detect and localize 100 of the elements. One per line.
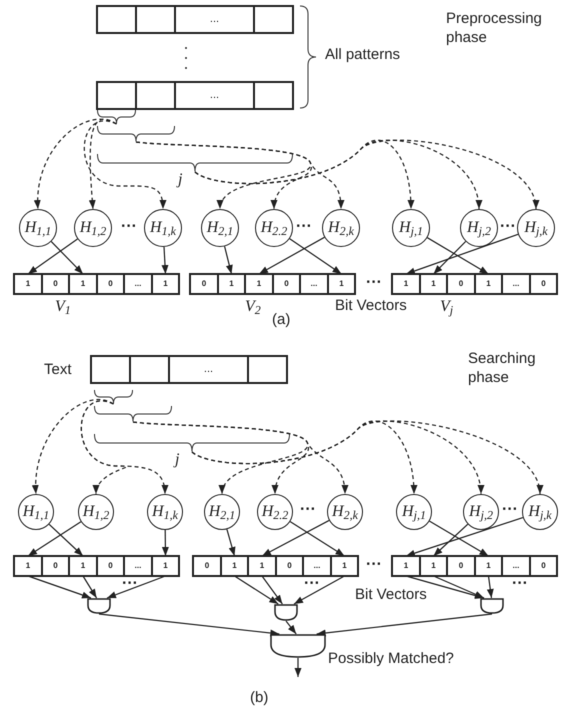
arrow bbox=[82, 576, 98, 598]
ellipsis: ··· bbox=[366, 273, 382, 293]
row-label: Text bbox=[44, 361, 72, 380]
bit-cell: 0 bbox=[190, 274, 218, 294]
dashed-arrow bbox=[132, 421, 348, 494]
bit-cell: 1 bbox=[69, 274, 97, 294]
bit-vector-array bbox=[13, 555, 180, 577]
pattern-cell: ... bbox=[175, 6, 254, 33]
bit-cell: 1 bbox=[152, 274, 179, 294]
bit-cell: 1 bbox=[475, 556, 502, 576]
arrow bbox=[234, 576, 279, 604]
brace bbox=[94, 406, 172, 422]
text-cell bbox=[91, 356, 130, 383]
bit-cell: 1 bbox=[420, 274, 447, 294]
text-array bbox=[90, 355, 288, 384]
pattern-cell: ... bbox=[175, 82, 254, 109]
pattern-cell bbox=[97, 6, 136, 33]
bit-cell: ... bbox=[502, 556, 530, 576]
brace bbox=[97, 154, 293, 172]
arrow bbox=[427, 237, 489, 275]
bit-cell: 0 bbox=[447, 556, 475, 576]
dashed-arrow bbox=[194, 140, 538, 210]
bit-cell: 0 bbox=[42, 274, 69, 294]
ellipsis: ··· bbox=[122, 574, 138, 594]
ellipsis: ··· bbox=[296, 217, 312, 237]
bit-cell: 1 bbox=[392, 274, 420, 294]
and-gate bbox=[480, 598, 504, 614]
phase-label: Preprocessing phase bbox=[446, 10, 543, 48]
bit-cell: 1 bbox=[245, 274, 273, 294]
arrow bbox=[50, 241, 84, 274]
ellipsis: ··· bbox=[300, 500, 316, 520]
bit-cell: 1 bbox=[69, 556, 97, 576]
text-cell bbox=[130, 356, 169, 383]
arrow bbox=[98, 613, 280, 636]
bit-cell: ... bbox=[124, 274, 152, 294]
dashed-arrow bbox=[192, 420, 542, 494]
bit-vector-array bbox=[189, 273, 356, 295]
bit-cell: ... bbox=[502, 274, 530, 294]
vector-label: V$_{1}$ bbox=[55, 297, 71, 317]
dashed-arrow bbox=[32, 399, 114, 494]
bit-cell: 1 bbox=[420, 556, 447, 576]
arrow bbox=[162, 530, 169, 556]
bit-cell: 0 bbox=[530, 556, 557, 576]
vector-label: V$_{2}$ bbox=[245, 297, 261, 317]
arrow bbox=[262, 576, 283, 604]
arrow bbox=[28, 575, 92, 599]
bit-vector-array bbox=[391, 273, 558, 295]
ellipsis: ··· bbox=[500, 217, 516, 237]
bit-cell: 0 bbox=[97, 556, 124, 576]
pattern-cell bbox=[97, 82, 136, 109]
phase-label: Searching phase bbox=[468, 350, 537, 388]
pattern-cell bbox=[136, 6, 175, 33]
arrow bbox=[406, 517, 524, 557]
bit-vector-array bbox=[391, 555, 558, 577]
arrow bbox=[28, 521, 82, 556]
bit-cell: 0 bbox=[273, 274, 300, 294]
pattern-array bbox=[96, 5, 294, 34]
bit-cell: 0 bbox=[530, 274, 557, 294]
bit-cell: ... bbox=[124, 556, 152, 576]
text-cell: ... bbox=[169, 356, 248, 383]
arrow bbox=[433, 575, 484, 599]
brace-label: j bbox=[178, 170, 182, 190]
bit-cell: 1 bbox=[475, 274, 502, 294]
arrow bbox=[162, 246, 168, 274]
subfigure-label: (a) bbox=[272, 312, 290, 327]
brace bbox=[97, 126, 175, 142]
arrow bbox=[406, 234, 518, 275]
bit-vector-array bbox=[192, 555, 359, 577]
pattern-cell bbox=[254, 6, 293, 33]
arrow bbox=[294, 575, 345, 605]
arrow bbox=[262, 520, 330, 557]
dashed-arrow bbox=[84, 120, 166, 210]
pattern-cell bbox=[254, 82, 293, 109]
bit-cell: 1 bbox=[218, 274, 245, 294]
brace-label: j bbox=[175, 450, 180, 470]
brace bbox=[97, 110, 136, 124]
bit-cell: 1 bbox=[331, 556, 358, 576]
and-gate bbox=[270, 634, 326, 658]
arrow bbox=[48, 524, 84, 556]
arrow bbox=[429, 520, 489, 557]
arrow bbox=[224, 246, 233, 274]
bit-cell: 1 bbox=[221, 556, 248, 576]
output-label: Possibly Matched? bbox=[328, 650, 454, 669]
bit-vectors-label: Bit Vectors bbox=[355, 586, 427, 605]
ellipsis: ··· bbox=[121, 217, 137, 237]
bit-cell: 0 bbox=[42, 556, 69, 576]
bit-cell: 1 bbox=[392, 556, 420, 576]
dashed-arrow bbox=[88, 118, 117, 210]
and-gate bbox=[87, 598, 111, 614]
arrow bbox=[433, 524, 468, 556]
bit-cell: 1 bbox=[328, 274, 355, 294]
bit-vector-array bbox=[13, 273, 180, 295]
ellipsis: ··· bbox=[366, 555, 382, 575]
bit-cell: 1 bbox=[14, 274, 42, 294]
bit-vectors-label: Bit Vectors bbox=[335, 297, 407, 316]
subfigure-label: (b) bbox=[250, 690, 268, 705]
ellipsis: ··· bbox=[304, 574, 320, 594]
arrow bbox=[289, 238, 342, 274]
brace bbox=[94, 434, 290, 452]
arrow bbox=[316, 613, 492, 636]
